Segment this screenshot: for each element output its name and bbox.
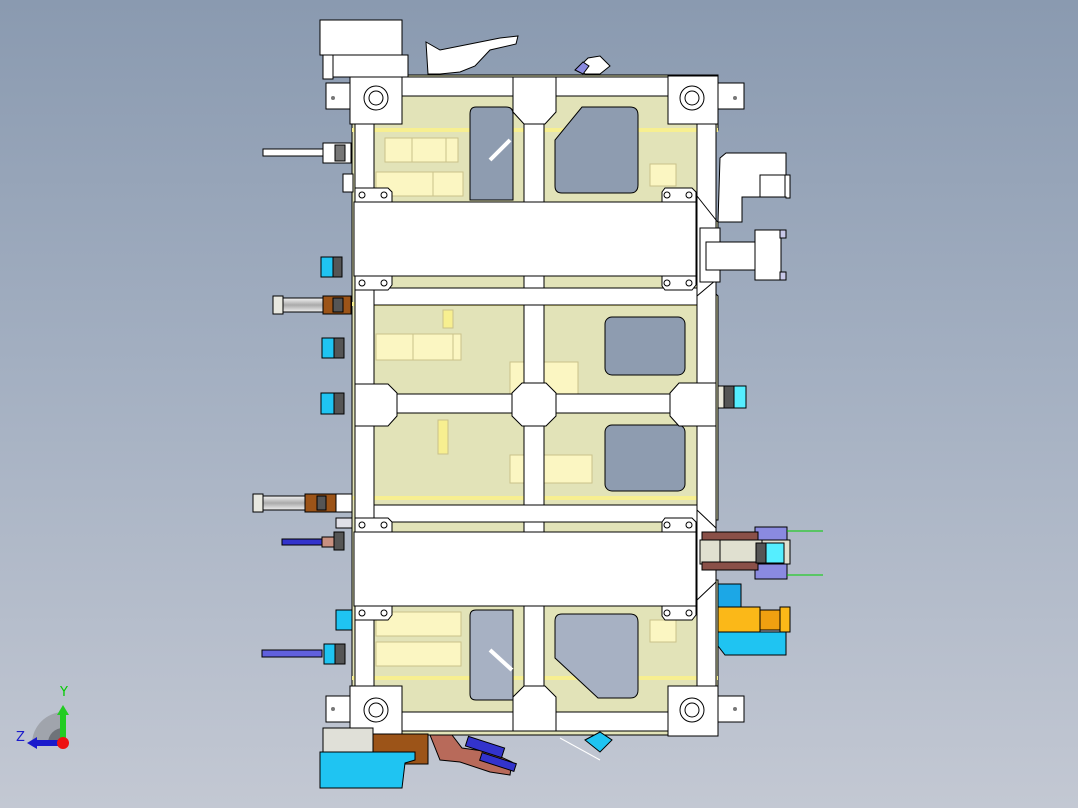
origin-icon <box>57 737 69 749</box>
coordinate-triad[interactable]: Y Z <box>10 685 80 755</box>
cutouts <box>469 106 686 701</box>
bottom-clamp-assembly <box>319 727 613 789</box>
triad-graphic <box>27 705 69 749</box>
corner-block-bottom-right <box>667 685 745 737</box>
y-arrow-icon <box>57 705 69 715</box>
right-top-clamp <box>699 152 791 283</box>
z-axis-icon <box>36 740 64 746</box>
top-clamp-assembly <box>319 19 611 80</box>
y-axis-icon <box>60 713 66 743</box>
diagonal-pin <box>488 138 512 162</box>
corner-block-top-right <box>667 75 745 125</box>
corner-blocks <box>325 75 745 737</box>
clamp-tabs <box>354 187 697 621</box>
corner-block-top-left <box>325 75 403 125</box>
screw-heads <box>358 191 693 617</box>
z-axis-label: Z <box>16 730 25 745</box>
right-middle-clamp <box>717 385 747 409</box>
diagonal-pin <box>488 648 514 672</box>
drive-motor-unit <box>717 583 791 656</box>
frame-chamfers <box>696 195 717 601</box>
left-clamps <box>252 142 354 665</box>
y-axis-label: Y <box>60 685 68 700</box>
z-arrow-icon <box>27 737 37 749</box>
right-bottom-clamp <box>699 526 823 580</box>
main-frame <box>353 76 717 732</box>
